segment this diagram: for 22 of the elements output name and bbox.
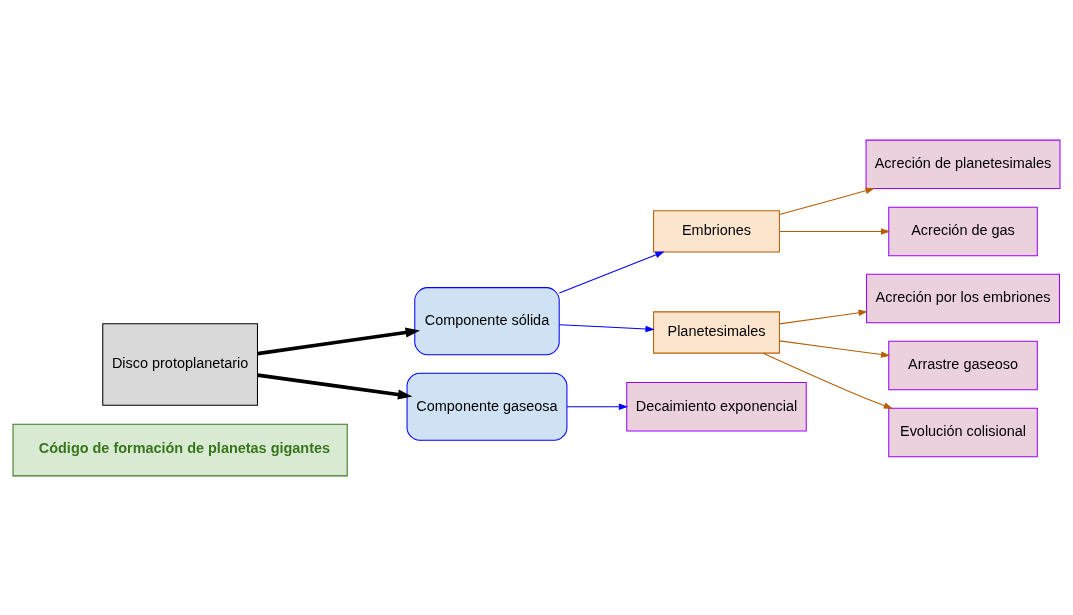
arrow (257, 372, 413, 400)
node-box: Acreción por los embriones (866, 273, 1060, 323)
arrow (779, 227, 891, 235)
node-box: Planetesimales (653, 310, 780, 354)
node-box: Disco protoplanetario (102, 322, 258, 406)
node-box: Decaimiento exponencial (626, 381, 807, 431)
arrow (762, 352, 893, 409)
arrow (779, 339, 891, 358)
arrow (558, 323, 655, 332)
arrow (558, 250, 665, 293)
node-box: Embriones (653, 209, 780, 253)
arrow (257, 327, 421, 355)
arrow (779, 187, 875, 215)
node-box: Código de formación de planetas gigantes (12, 423, 348, 476)
node-box: Arrastre gaseoso (888, 340, 1038, 390)
node-box: Acreción de gas (888, 206, 1038, 256)
arrow (566, 403, 629, 410)
node-box: Acreción de planetesimales (865, 139, 1061, 189)
node-box: Componente gaseosa (406, 372, 568, 441)
node-box: Componente sólida (414, 286, 560, 355)
node-box: Evolución colisional (888, 407, 1038, 457)
arrow (779, 309, 868, 324)
